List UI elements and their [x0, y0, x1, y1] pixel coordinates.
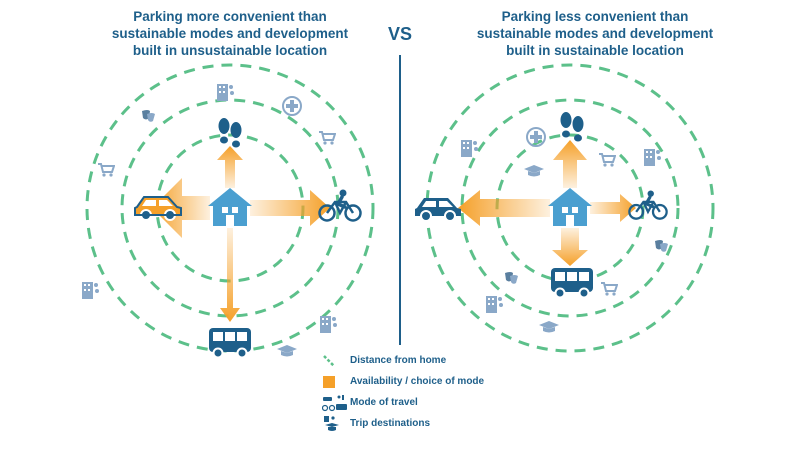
right-walk-arrow	[553, 140, 587, 188]
left-walking-feet-icon	[218, 118, 242, 148]
right-car-arrow	[458, 190, 550, 226]
left-title-line-1: Parking more convenient than	[133, 9, 327, 24]
left-theatre-icon	[142, 110, 155, 122]
destination-icons	[322, 414, 350, 434]
left-panel-title: Parking more convenient than sustainable…	[80, 8, 380, 59]
left-title-line-3: built in unsustainable location	[132, 43, 328, 58]
left-shopping-icon-left	[97, 163, 115, 178]
right-theatre-icon-right	[655, 240, 668, 252]
legend-label-distance: Distance from home	[350, 355, 447, 366]
panel-divider	[399, 55, 401, 345]
right-title-line-1: Parking less convenient than	[501, 9, 689, 24]
legend-item-distance: Distance from home	[322, 350, 542, 371]
legend-item-mode: Mode of travel	[322, 392, 542, 413]
left-building-icon-right	[320, 316, 337, 333]
left-education-icon	[277, 345, 297, 357]
right-building-icon-left	[461, 140, 478, 157]
orange-square-icon	[322, 372, 350, 392]
right-title-line-2: sustainable modes and development	[476, 26, 714, 41]
legend-label-destinations: Trip destinations	[350, 418, 431, 429]
left-building-icon-top	[217, 84, 234, 101]
right-bike-arrow	[590, 194, 636, 222]
right-walking-feet-icon	[560, 112, 584, 142]
right-bike-icon	[628, 190, 668, 221]
legend-item-destinations: Trip destinations	[322, 413, 542, 434]
legend-label-mode: Mode of travel	[350, 397, 418, 408]
right-bus-arrow	[552, 228, 588, 266]
right-home-icon	[548, 188, 592, 226]
left-building-icon-bottom	[82, 282, 99, 299]
legend-label-availability: Availability / choice of mode	[350, 376, 485, 387]
right-education-icon-top	[524, 165, 544, 177]
legend-item-availability: Availability / choice of mode	[322, 371, 542, 392]
left-bike-arrow	[250, 190, 330, 226]
left-shopping-icon-right	[318, 131, 336, 146]
dashed-line-icon	[322, 351, 350, 371]
left-panel-diagram	[82, 63, 375, 359]
right-shopping-icon-top	[598, 153, 616, 168]
left-bus-icon	[208, 327, 252, 359]
right-education-icon-bottom	[539, 321, 559, 333]
right-car-icon	[414, 197, 462, 222]
right-building-icon-bottom	[486, 296, 503, 313]
left-bike-icon	[318, 189, 362, 223]
left-title-line-2: sustainable modes and development	[111, 26, 349, 41]
right-bus-icon	[550, 267, 594, 299]
left-home-icon	[208, 188, 252, 226]
mode-icons	[322, 393, 350, 413]
legend: Distance from home Availability / choice…	[322, 350, 542, 434]
right-building-icon-right	[644, 149, 661, 166]
right-panel-diagram	[414, 63, 715, 353]
right-shopping-icon-bottom	[600, 282, 618, 297]
right-theatre-icon-left	[505, 272, 518, 284]
right-panel-title: Parking less convenient than sustainable…	[445, 8, 745, 59]
right-title-line-3: built in sustainable location	[506, 43, 684, 58]
left-walk-arrow	[217, 146, 243, 188]
left-bus-arrow	[220, 228, 240, 322]
vs-label: VS	[387, 24, 412, 44]
left-health-icon	[282, 96, 302, 116]
